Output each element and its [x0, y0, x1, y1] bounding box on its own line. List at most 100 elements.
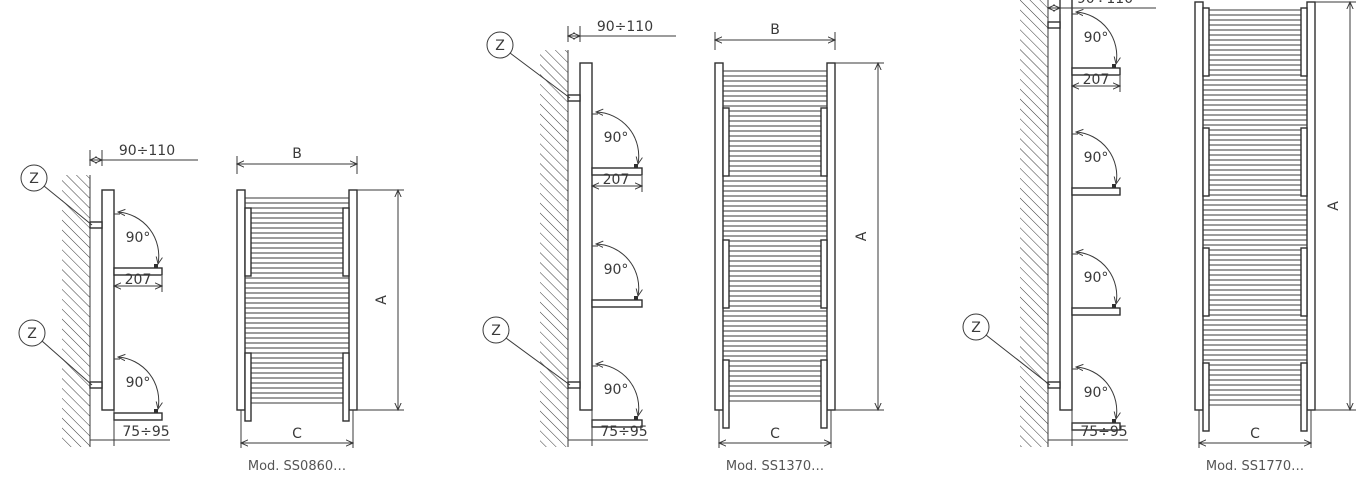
model-ss0860: 90° 90° 207 90÷110 75÷95 Z Z BCA Mod. SS0860… [18, 143, 404, 474]
right-rail [826, 62, 836, 411]
front-bracket-left [1202, 247, 1210, 317]
bracket-depth-label: 207 [125, 272, 152, 288]
wall-anchor [567, 94, 581, 102]
front-bracket-right [342, 352, 350, 422]
side-rail [1059, 0, 1073, 411]
wall-distance-label: 90÷110 [1077, 0, 1133, 7]
wall-anchor [89, 381, 103, 389]
anchor-leader [43, 185, 93, 226]
angle-label: 90° [1084, 385, 1109, 401]
anchor-callout [18, 319, 46, 347]
front-bracket-left [1202, 7, 1210, 77]
swing-arc [1076, 12, 1117, 64]
model-label: Mod. SS1770… [1206, 459, 1304, 474]
front-bracket-right [1300, 247, 1308, 317]
bracket-arm [1071, 187, 1121, 196]
wall-anchor [89, 221, 103, 229]
front-bracket-left [244, 352, 252, 422]
anchor-label: Z [495, 38, 505, 54]
left-rail [1194, 1, 1204, 411]
height-label: A [1326, 201, 1342, 211]
bracket-stop [154, 409, 158, 413]
swing-arc [1076, 367, 1117, 419]
wall-distance-label: 90÷110 [119, 143, 175, 159]
anchor-callout [962, 313, 990, 341]
angle-label: 90° [1084, 30, 1109, 46]
wall-hatch [540, 50, 568, 447]
front-bracket-left [722, 107, 730, 177]
anchor-callout [486, 31, 514, 59]
front-bracket-right [1300, 7, 1308, 77]
angle-label: 90° [604, 130, 629, 146]
side-rail [101, 189, 115, 411]
anchor-leader [985, 334, 1051, 386]
front-bracket-left [722, 359, 730, 429]
model-label: Mod. SS1370… [726, 459, 824, 474]
front-bracket-left [722, 239, 730, 309]
front-bracket-right [342, 207, 350, 277]
front-bracket-right [820, 239, 828, 309]
angle-label: 90° [126, 375, 151, 391]
wall-anchor [1047, 381, 1061, 389]
bracket-arm [591, 167, 643, 176]
front-bracket-right [820, 107, 828, 177]
swing-arc [118, 212, 159, 264]
side-rail [579, 62, 593, 411]
bracket-stop [634, 164, 638, 168]
bars [1203, 9, 1307, 406]
bars [723, 70, 827, 402]
spacing-label: C [292, 426, 302, 442]
wall-anchor [567, 381, 581, 389]
bracket-stop [634, 416, 638, 420]
wall-hatch [62, 175, 90, 447]
side-view: 90° 90° 207 90÷110 75÷95 Z Z [18, 143, 198, 447]
angle-label: 90° [126, 230, 151, 246]
bracket-stop [634, 296, 638, 300]
swing-arc [118, 357, 159, 409]
bracket-arm [591, 299, 643, 308]
anchor-label: Z [491, 323, 501, 339]
height-label: A [854, 231, 870, 241]
front-view: BCA [715, 22, 884, 448]
left-rail [714, 62, 724, 411]
anchor-leader [509, 52, 571, 99]
bracket-stop [1112, 64, 1116, 68]
swing-arc [1076, 132, 1117, 184]
angle-label: 90° [1084, 150, 1109, 166]
angle-label: 90° [604, 262, 629, 278]
front-view: CA [1194, 1, 1356, 448]
bottom-spacing-label: 75÷95 [122, 424, 169, 440]
angle-label: 90° [1084, 270, 1109, 286]
swing-arc [596, 112, 639, 164]
model-label: Mod. SS0860… [248, 459, 346, 474]
bracket-stop [1112, 184, 1116, 188]
bracket-stop [1112, 419, 1116, 423]
right-rail [348, 189, 358, 411]
bracket-stop [154, 264, 158, 268]
left-rail [236, 189, 246, 411]
bracket-arm [1071, 307, 1121, 316]
bracket-arm [113, 267, 163, 276]
wall-distance-label: 90÷110 [597, 19, 653, 35]
anchor-leader [41, 340, 93, 386]
front-view: BCA [237, 146, 404, 448]
anchor-label: Z [29, 171, 39, 187]
front-bracket-left [244, 207, 252, 277]
swing-arc [1076, 252, 1117, 304]
bracket-stop [1112, 304, 1116, 308]
bracket-depth-label: 207 [1083, 72, 1110, 88]
swing-arc [596, 364, 639, 416]
bottom-spacing-label: 75÷95 [600, 424, 647, 440]
front-bracket-right [820, 359, 828, 429]
bracket-depth-label: 207 [603, 172, 630, 188]
wall-anchor [1047, 21, 1061, 29]
swing-arc [596, 244, 639, 296]
anchor-label: Z [27, 326, 37, 342]
front-bracket-right [1300, 362, 1308, 432]
